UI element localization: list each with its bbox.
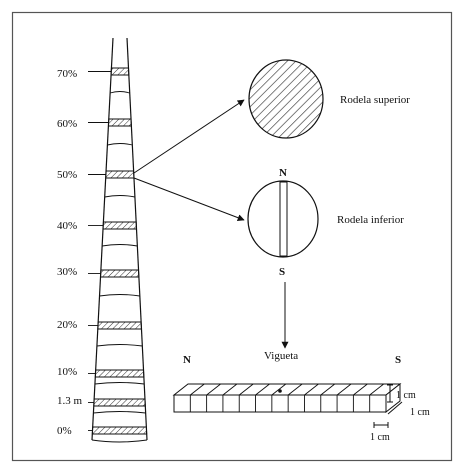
beam-depth-dimension: 1 cm	[410, 407, 430, 418]
sample-section-2	[105, 170, 135, 179]
height-label-60: 60%	[57, 118, 77, 130]
log-joint-7	[93, 411, 146, 414]
upper-disk-label: Rodela superior	[340, 94, 410, 106]
beam-top-divider-6	[271, 383, 287, 396]
beam-top-face	[172, 383, 402, 396]
beam-south-label: S	[395, 354, 401, 366]
lower-disk-label: Rodela inferior	[337, 214, 404, 226]
arrow-to-upper-disk	[133, 99, 245, 174]
log-joint-0	[109, 91, 130, 94]
sample-section-4	[100, 269, 140, 278]
log-joint-1	[107, 143, 133, 146]
height-label-30: 30%	[57, 266, 77, 278]
arrow-to-lower-disk	[133, 177, 245, 222]
beam-top-divider-7	[287, 383, 303, 396]
beam-north-label: N	[183, 354, 191, 366]
height-label-40: 40%	[57, 220, 77, 232]
disk-north-label: N	[279, 167, 287, 179]
beam-front-face	[173, 394, 387, 413]
beam	[172, 382, 402, 414]
beam-top-divider-12	[369, 383, 384, 396]
disk-south-label: S	[279, 266, 285, 278]
sample-section-0	[110, 67, 130, 76]
sample-section-3	[102, 221, 137, 230]
beam-top-divider-1	[190, 383, 205, 396]
tree-trunk	[88, 37, 148, 443]
diagram-frame	[11, 11, 453, 462]
beam-width-dimension: 1 cm	[370, 432, 390, 443]
sample-section-8	[91, 426, 148, 435]
beam-top-divider-11	[353, 383, 368, 396]
log-joint-4	[99, 294, 140, 297]
lower-disk-strip	[279, 181, 288, 257]
trunk-base	[91, 439, 148, 443]
height-label-dbh: 1.3 m	[57, 395, 83, 407]
height-label-0: 0%	[57, 425, 72, 437]
beam-dimensions: 1 cm 1 cm 1 cm	[370, 384, 430, 443]
beam-top-divider-2	[206, 383, 221, 396]
upper-disk	[248, 59, 324, 139]
log-joint-3	[102, 244, 138, 247]
height-label-50: 50%	[57, 169, 77, 181]
beam-top-divider-8	[304, 383, 319, 396]
trunk-right-edge	[126, 37, 148, 441]
log-joint-5	[96, 344, 143, 347]
sample-section-5	[97, 321, 142, 330]
beam-pith-mark	[278, 389, 282, 393]
beam-height-dimension: 1 cm	[396, 390, 416, 401]
height-label-20: 20%	[57, 319, 77, 331]
beam-top-divider-9	[320, 383, 336, 396]
beam-top-divider-4	[238, 383, 254, 396]
sample-section-1	[107, 118, 132, 127]
beam-top-divider-3	[222, 383, 238, 396]
log-joint-6	[94, 382, 145, 385]
height-label-10: 10%	[57, 366, 77, 378]
depth-dim-line	[387, 401, 403, 415]
height-label-70: 70%	[57, 68, 77, 80]
trunk-left-edge	[91, 37, 114, 441]
sample-section-7	[93, 398, 146, 407]
log-joint-2	[104, 195, 135, 198]
height-labels: 70% 60% 50% 40% 30% 20% 10% 1.3 m 0%	[57, 68, 83, 437]
beam-label: Vigueta	[264, 350, 298, 362]
beam-top-divider-5	[255, 383, 270, 396]
sample-section-6	[94, 369, 145, 378]
beam-top-divider-10	[336, 383, 352, 396]
